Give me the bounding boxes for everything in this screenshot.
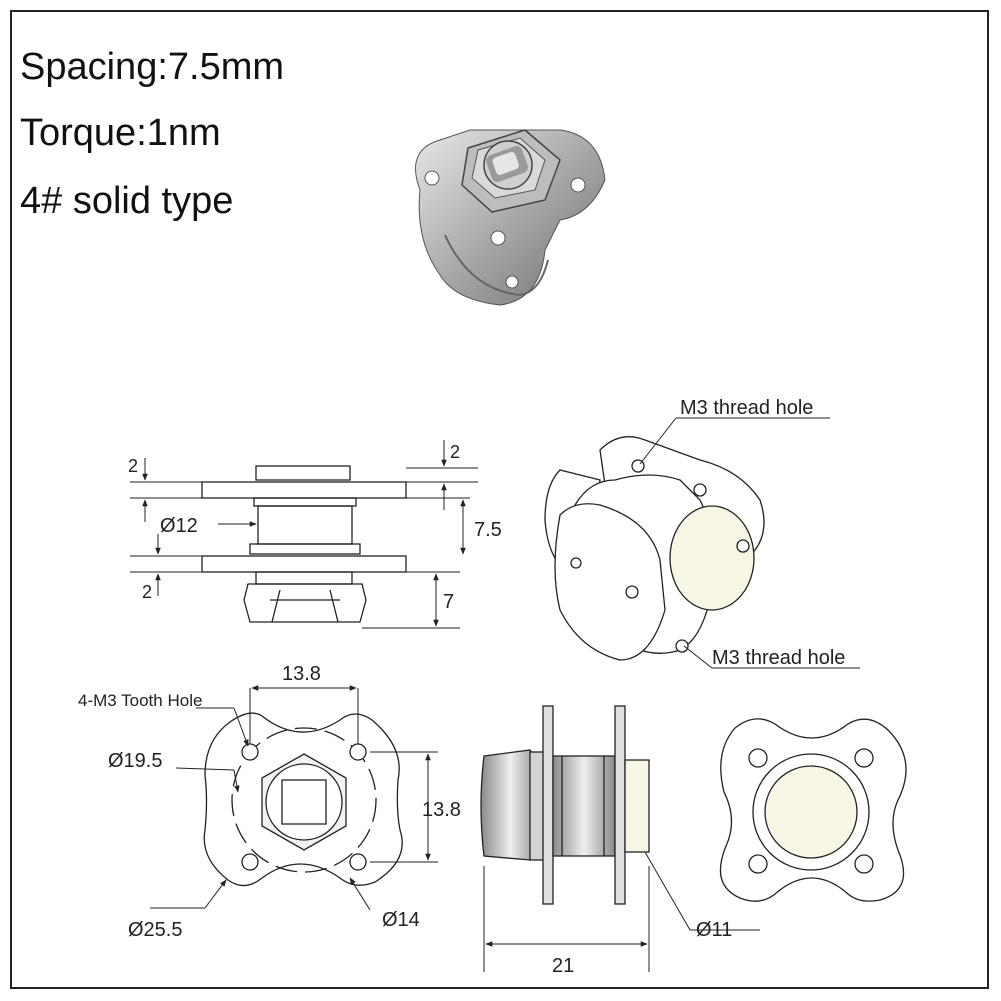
dim-pcd: Ø19.5 [108,750,162,772]
spec-spacing: Spacing:7.5mm [20,46,285,88]
label-tooth-hole: 4-M3 Tooth Hole [78,691,202,710]
side-view [201,465,407,623]
dim-flange-top: 2 [128,456,138,476]
dim-flange-bottom: 2 [142,582,152,602]
dim-spacing: 7.5 [474,519,502,541]
product-photo [415,129,606,306]
spec-torque: Torque:1nm [20,112,221,154]
thread-hole-leaders [639,417,860,669]
isometric-view [544,436,765,661]
diagram-frame [10,10,989,989]
side-view-dimensions [130,440,478,629]
front-view-dimensions [150,685,438,911]
side-view-2 [480,705,650,905]
callout-thread-hole-bottom: M3 thread hole [712,647,845,669]
spec-type: 4# solid type [20,180,234,222]
front-view [203,712,403,887]
dim-outer-diameter: Ø25.5 [128,919,182,941]
dim-cap-diameter: Ø11 [696,919,732,941]
callout-thread-hole-top: M3 thread hole [680,397,813,419]
side-view-2-dimensions [483,851,760,972]
rear-view [719,718,907,902]
dim-inner-diameter: Ø14 [382,909,420,931]
dim-hole-spacing-y: 13.8 [422,799,461,821]
dim-flange-right: 2 [450,442,460,462]
dim-hole-spacing-x: 13.8 [282,663,321,685]
dim-shaft-diameter: Ø12 [160,515,198,537]
dim-overall-length: 21 [552,955,574,977]
dim-hex-height: 7 [443,591,454,613]
